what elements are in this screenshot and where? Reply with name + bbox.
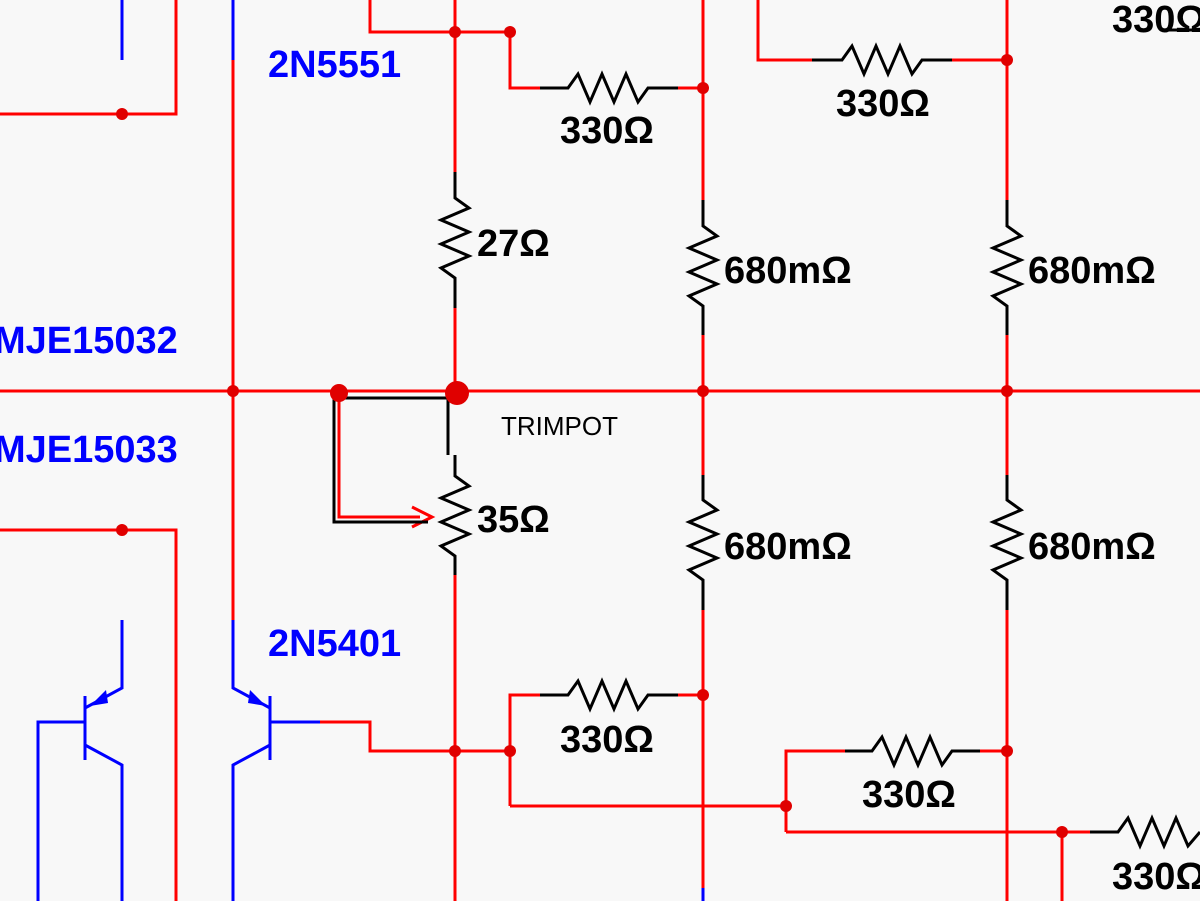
trimpot-frame (332, 396, 450, 524)
device-label-mje15032: MJE15032 (0, 320, 178, 362)
junction (697, 385, 709, 397)
resistor-label-680-b: 680mΩ (1028, 250, 1156, 292)
resistor-label-bottom-b: 330Ω (862, 774, 956, 816)
resistor-top-a (540, 70, 678, 106)
junction (504, 745, 516, 757)
q-2n5401-emitter (231, 743, 271, 840)
device-label-2n5551: 2N5551 (268, 44, 401, 86)
device-label-mje15033: MJE15033 (0, 429, 178, 471)
resistor-label-bottom-a: 330Ω (560, 719, 654, 761)
wire-bottom-res-b-left (784, 749, 845, 832)
transistor-2n5401-symbol (231, 620, 320, 840)
resistor-label-680-c: 680mΩ (724, 526, 852, 568)
junction (1001, 54, 1013, 66)
resistor-27 (437, 172, 473, 308)
resistor-bottom-b (845, 733, 980, 769)
junction (449, 745, 461, 757)
device-label-2n5401: 2N5401 (268, 623, 401, 665)
q-mje15033-base-lead (36, 720, 85, 901)
transistors (36, 0, 705, 901)
junction (1001, 745, 1013, 757)
device-labels: 2N5551 MJE15032 MJE15033 2N5401 (0, 44, 401, 665)
q-mje15033-arrow (90, 690, 108, 706)
junction (697, 689, 709, 701)
resistor-label-680-d: 680mΩ (1028, 526, 1156, 568)
junction-trimpot-top (445, 381, 469, 405)
junction (1056, 826, 1068, 838)
resistor-680-a (685, 200, 721, 335)
wire-trimpot-wiper (337, 395, 420, 519)
q-mje15033-emitter (84, 743, 124, 840)
junction (227, 385, 239, 397)
resistor-bottom-c (1090, 814, 1200, 850)
q-top-left-leads (120, 0, 235, 60)
resistor-label-680-a: 680mΩ (724, 250, 852, 292)
resistor-label-bottom-c: 330Ω (1112, 856, 1200, 898)
junction (1001, 385, 1013, 397)
resistor-label-top-right-corner: 330Ω (1112, 0, 1200, 41)
resistor-labels: 330Ω 330Ω 330Ω 27Ω 680mΩ 680mΩ 35Ω 680mΩ… (477, 0, 1200, 898)
junction (449, 26, 461, 38)
resistor-680-d (989, 475, 1025, 610)
trimpot-outline (332, 396, 450, 524)
junction (116, 524, 128, 536)
wire-top-left (0, 0, 178, 116)
transistor-mje15033-symbol (36, 620, 124, 901)
junctions (116, 26, 1068, 838)
wire-bottom-res-a-left (508, 693, 540, 806)
junction (504, 26, 516, 38)
resistor-680-c (685, 475, 721, 610)
resistor-bottom-a (540, 677, 678, 713)
wire-bottom-left (0, 528, 178, 901)
trimpot-label: TRIMPOT (501, 411, 618, 441)
resistor-680-b (989, 200, 1025, 335)
resistors (437, 28, 1200, 850)
resistor-label-top-a: 330Ω (560, 110, 654, 152)
wire-bottom-q-link (320, 720, 510, 753)
junction (116, 108, 128, 120)
wire-top-right-link (756, 0, 812, 62)
junction (780, 800, 792, 812)
resistor-label-top-b: 330Ω (836, 83, 930, 125)
resistor-35-trimpot (437, 455, 473, 575)
wiper-arrow (411, 505, 436, 529)
resistor-label-35: 35Ω (477, 499, 550, 541)
junction (697, 82, 709, 94)
resistor-top-b (812, 42, 952, 78)
resistor-label-27: 27Ω (477, 223, 550, 265)
q-2n5401-arrow (248, 690, 266, 706)
junction-trimpot-wiper (330, 384, 348, 402)
